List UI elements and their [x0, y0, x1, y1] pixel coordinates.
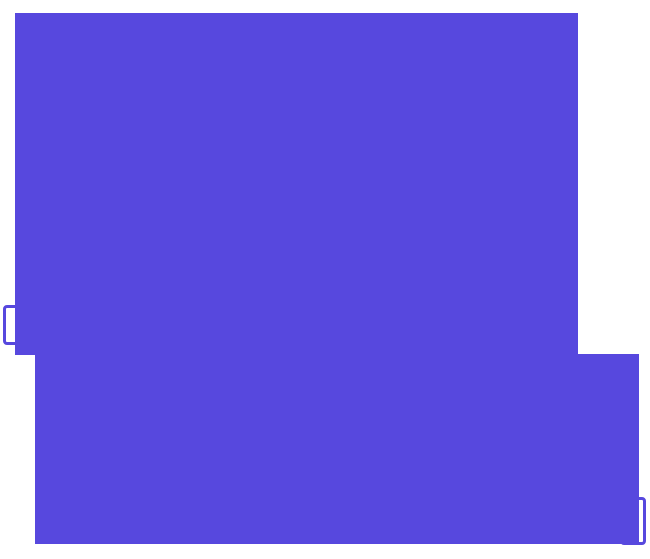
top-purple-block	[15, 13, 578, 355]
bottom-purple-block	[35, 354, 639, 544]
